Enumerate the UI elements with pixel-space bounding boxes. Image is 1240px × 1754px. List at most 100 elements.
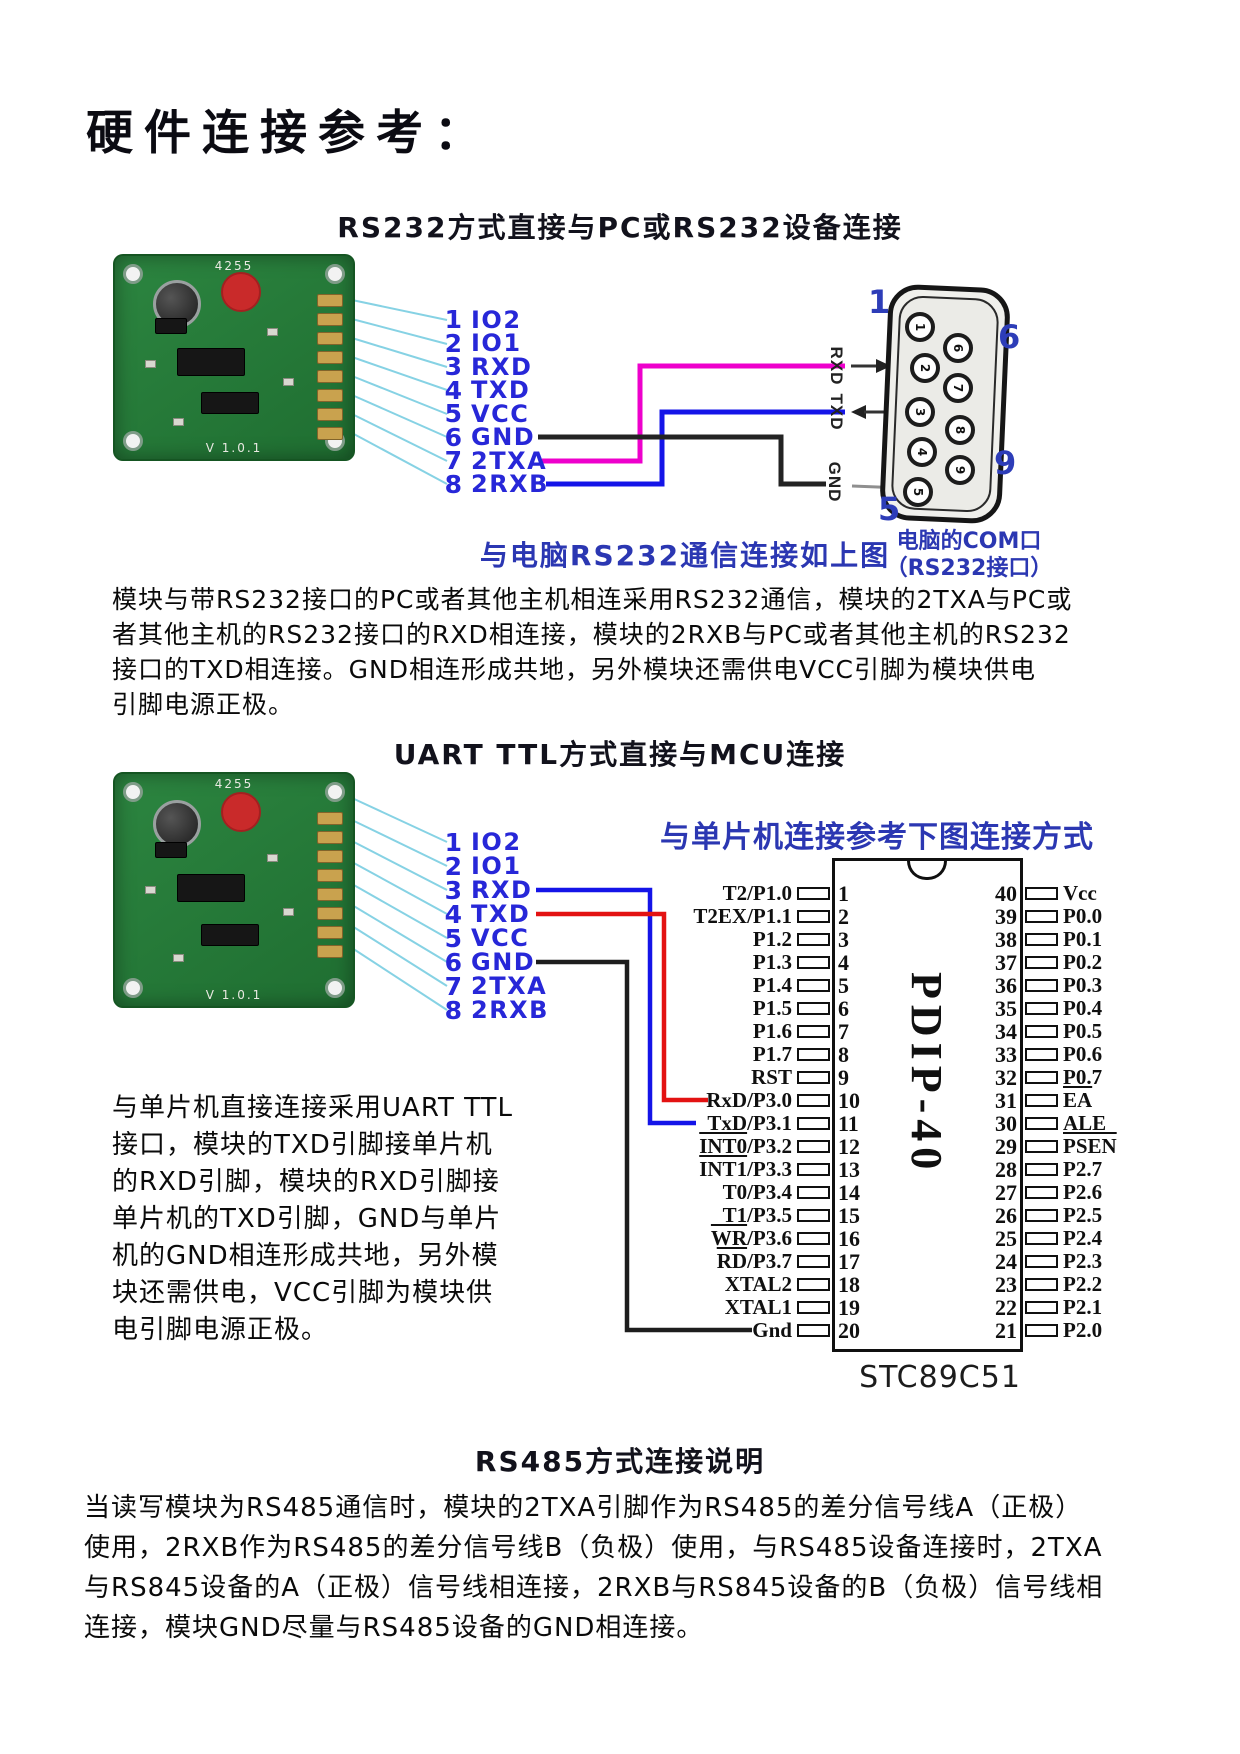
paragraph-line: 单片机的TXD引脚，GND与单片	[112, 1204, 502, 1234]
board-version-text: V 1.0.1	[205, 988, 263, 1002]
chip-pin-pad	[797, 933, 830, 946]
chip-pin-number: 14	[838, 1179, 860, 1205]
module-pin-label: RXD	[471, 876, 533, 904]
chip-pad-row	[1025, 1204, 1058, 1227]
chip-pin-number: 17	[838, 1248, 860, 1274]
db9-corner-label-6: 6	[998, 318, 1021, 356]
chip-pin-number: 32	[995, 1064, 1017, 1090]
chip-pin-label-text: RxD/P3.0	[706, 1088, 792, 1112]
chip-pin-label: P0.3	[1063, 973, 1193, 997]
chip-pad-row	[797, 1227, 830, 1250]
chip-pin-label-text: P2.6	[1063, 1180, 1103, 1204]
chip-pin-label: T2EX/P1.1	[618, 904, 792, 928]
chip-pin-pad	[1025, 1209, 1058, 1222]
chip-pin-pad	[1025, 1140, 1058, 1153]
rs232-paragraph: 模块与带RS232接口的PC或者其他主机相连采用RS232通信，模块的2TXA与…	[112, 582, 1072, 722]
chip-pin-pad	[797, 1140, 830, 1153]
chip-pad-row	[1025, 1273, 1058, 1296]
chip-pad-row	[1025, 974, 1058, 997]
db9-pin-3: 3	[905, 397, 935, 427]
module-pin-number: 2	[444, 328, 462, 358]
chip-pin-label: WR/P3.6	[618, 1226, 792, 1250]
chip-pin-pad	[1025, 1278, 1058, 1291]
ic-chip	[155, 318, 187, 334]
module-pin-number: 4	[444, 375, 462, 405]
chip-pad-row	[797, 997, 830, 1020]
chip-pin-number: 1	[838, 880, 849, 906]
chip-pin-number: 36	[995, 972, 1017, 998]
module-pin-row: 1 IO2	[428, 305, 549, 334]
chip-pin-label: P0.1	[1063, 927, 1193, 951]
chip-pin-pad	[797, 1117, 830, 1130]
chip-pad-row	[797, 1181, 830, 1204]
chip-pad-row	[797, 1043, 830, 1066]
paragraph-line: 与单片机直接连接采用UART TTL	[112, 1093, 513, 1123]
chip-pin-label-text: P1.3	[752, 950, 792, 974]
chip-pin-pad	[1025, 1071, 1058, 1084]
chip-pin-label-text: XTAL1	[724, 1295, 792, 1319]
chip-pad-row	[797, 1066, 830, 1089]
chip-pin-pad	[797, 1255, 830, 1268]
paragraph-line: 与RS845设备的A（正极）信号线相连接，2RXB与RS845设备的B（负极）信…	[84, 1573, 1104, 1603]
chip-pin-pad	[797, 1094, 830, 1107]
chip-pin-label-text: P0.2	[1063, 950, 1103, 974]
chip-pin-label: P1.5	[618, 996, 792, 1020]
mcu-diagram-title: 与单片机连接参考下图连接方式	[660, 820, 1094, 855]
module-pin-label: IO1	[471, 329, 522, 358]
chip-pin-pad	[1025, 956, 1058, 969]
chip-pin-number: 2	[838, 903, 849, 929]
chip-pin-pad	[797, 1232, 830, 1245]
chip-pin-label: EA	[1063, 1088, 1193, 1112]
module-pin-row: 1 IO2	[428, 827, 549, 857]
chip-pin-label: P0.2	[1063, 950, 1193, 974]
chip-pad-row	[1025, 1089, 1058, 1112]
module-pin-number: 7	[444, 971, 462, 1001]
rfid-module-board: 4255 V 1.0.1	[113, 772, 355, 1008]
chip-pin-number: 20	[838, 1317, 860, 1343]
com-port-label: 电脑的COM口 （RS232接口）	[884, 528, 1054, 582]
chip-pin-number: 15	[838, 1202, 860, 1228]
module-pin-number: 6	[444, 947, 462, 977]
chip-pin-label-overline: INT1	[699, 1157, 748, 1181]
chip-pad-row	[797, 1089, 830, 1112]
chip-package-label: PDIP-40	[902, 972, 951, 1176]
ic-chip	[201, 924, 259, 946]
db9-pin-2: 2	[910, 353, 940, 383]
chip-pin-label-text: P2.4	[1063, 1226, 1103, 1250]
chip-pin-number: 30	[995, 1110, 1017, 1136]
chip-pin-label-text: P2.5	[1063, 1203, 1103, 1227]
pdip40-chip-body	[832, 858, 1023, 1352]
chip-pad-row	[1025, 951, 1058, 974]
chip-pin-label: XTAL2	[618, 1272, 792, 1296]
chip-pin-label-text: T2/P1.0	[722, 881, 792, 905]
module-pin-number: 1	[444, 827, 462, 857]
db9-signal-gnd: GND	[825, 461, 844, 503]
module-pin-row: 3 RXD	[428, 876, 549, 905]
chip-pin-label-text: ALE	[1063, 1111, 1107, 1135]
chip-pin-label: INT1/P3.3	[618, 1157, 792, 1181]
chip-pin-label: Gnd	[618, 1318, 792, 1342]
chip-pad-row	[1025, 1227, 1058, 1250]
db9-pin-4: 4	[907, 437, 937, 467]
chip-pin-number: 5	[838, 972, 849, 998]
chip-pin-label-text: P1.2	[752, 927, 792, 951]
chip-pin-label: P2.5	[1063, 1203, 1193, 1227]
chip-pin-label-text: RST	[751, 1065, 792, 1089]
chip-pad-row	[1025, 1112, 1058, 1135]
chip-pin-number: 18	[838, 1271, 860, 1297]
chip-pin-label: ALE	[1063, 1111, 1193, 1135]
chip-pin-number: 10	[838, 1087, 860, 1113]
chip-pin-number: 38	[995, 926, 1017, 952]
chip-pin-number: 4	[838, 949, 849, 975]
module-pin-label: 2TXA	[471, 446, 548, 475]
chip-pin-pad	[1025, 979, 1058, 992]
chip-pin-label: P1.4	[618, 973, 792, 997]
chip-pin-label-overline: EA	[1063, 1088, 1093, 1112]
db9-pin-9: 9	[945, 455, 975, 485]
module-pin-label: VCC	[471, 399, 530, 428]
chip-pin-label-text: P0.0	[1063, 904, 1103, 928]
chip-pin-pad	[1025, 1048, 1058, 1061]
chip-pin-number: 9	[838, 1064, 849, 1090]
